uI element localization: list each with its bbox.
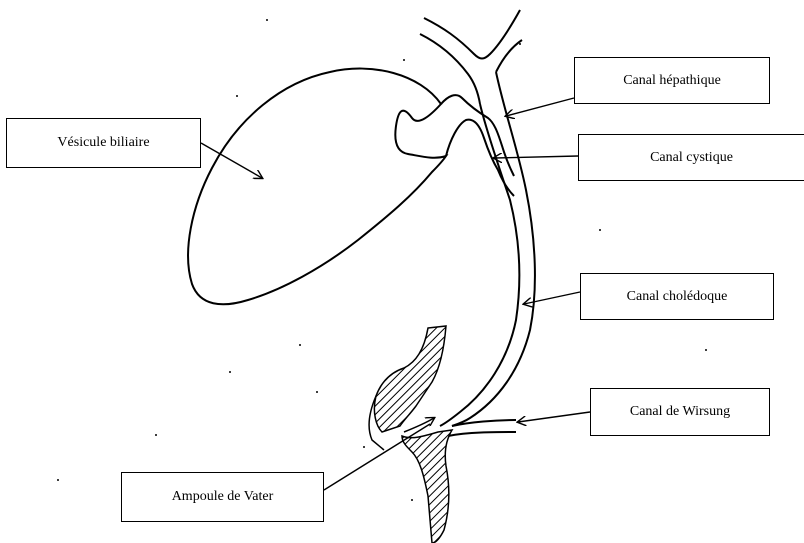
common-bile-duct-wall-left	[440, 104, 519, 426]
label-canal-cystique: Canal cystique	[578, 134, 804, 181]
cystic-duct-upper	[441, 95, 514, 176]
arrow-choledoque	[524, 292, 580, 304]
duodenal-wall-lower	[402, 430, 452, 543]
arrow-hepatique	[506, 98, 574, 116]
label-canal-wirsung: Canal de Wirsung	[590, 388, 770, 436]
gallbladder-outline	[188, 69, 446, 305]
hepatic-duct-left-branch	[424, 10, 520, 59]
label-vesicule-biliaire: Vésicule biliaire	[6, 118, 201, 168]
label-canal-hepatique: Canal hépathique	[574, 57, 770, 104]
arrow-vater	[324, 424, 430, 490]
label-ampoule-vater: Ampoule de Vater	[121, 472, 324, 522]
label-canal-choledoque: Canal cholédoque	[580, 273, 774, 320]
wirsung-duct	[448, 420, 516, 436]
hepatic-duct-right-branch	[420, 34, 480, 104]
arrow-wirsung	[518, 412, 590, 422]
arrow-cystique	[494, 156, 578, 158]
duodenal-wall-upper	[374, 326, 446, 432]
hepatic-duct-inner	[496, 40, 522, 72]
